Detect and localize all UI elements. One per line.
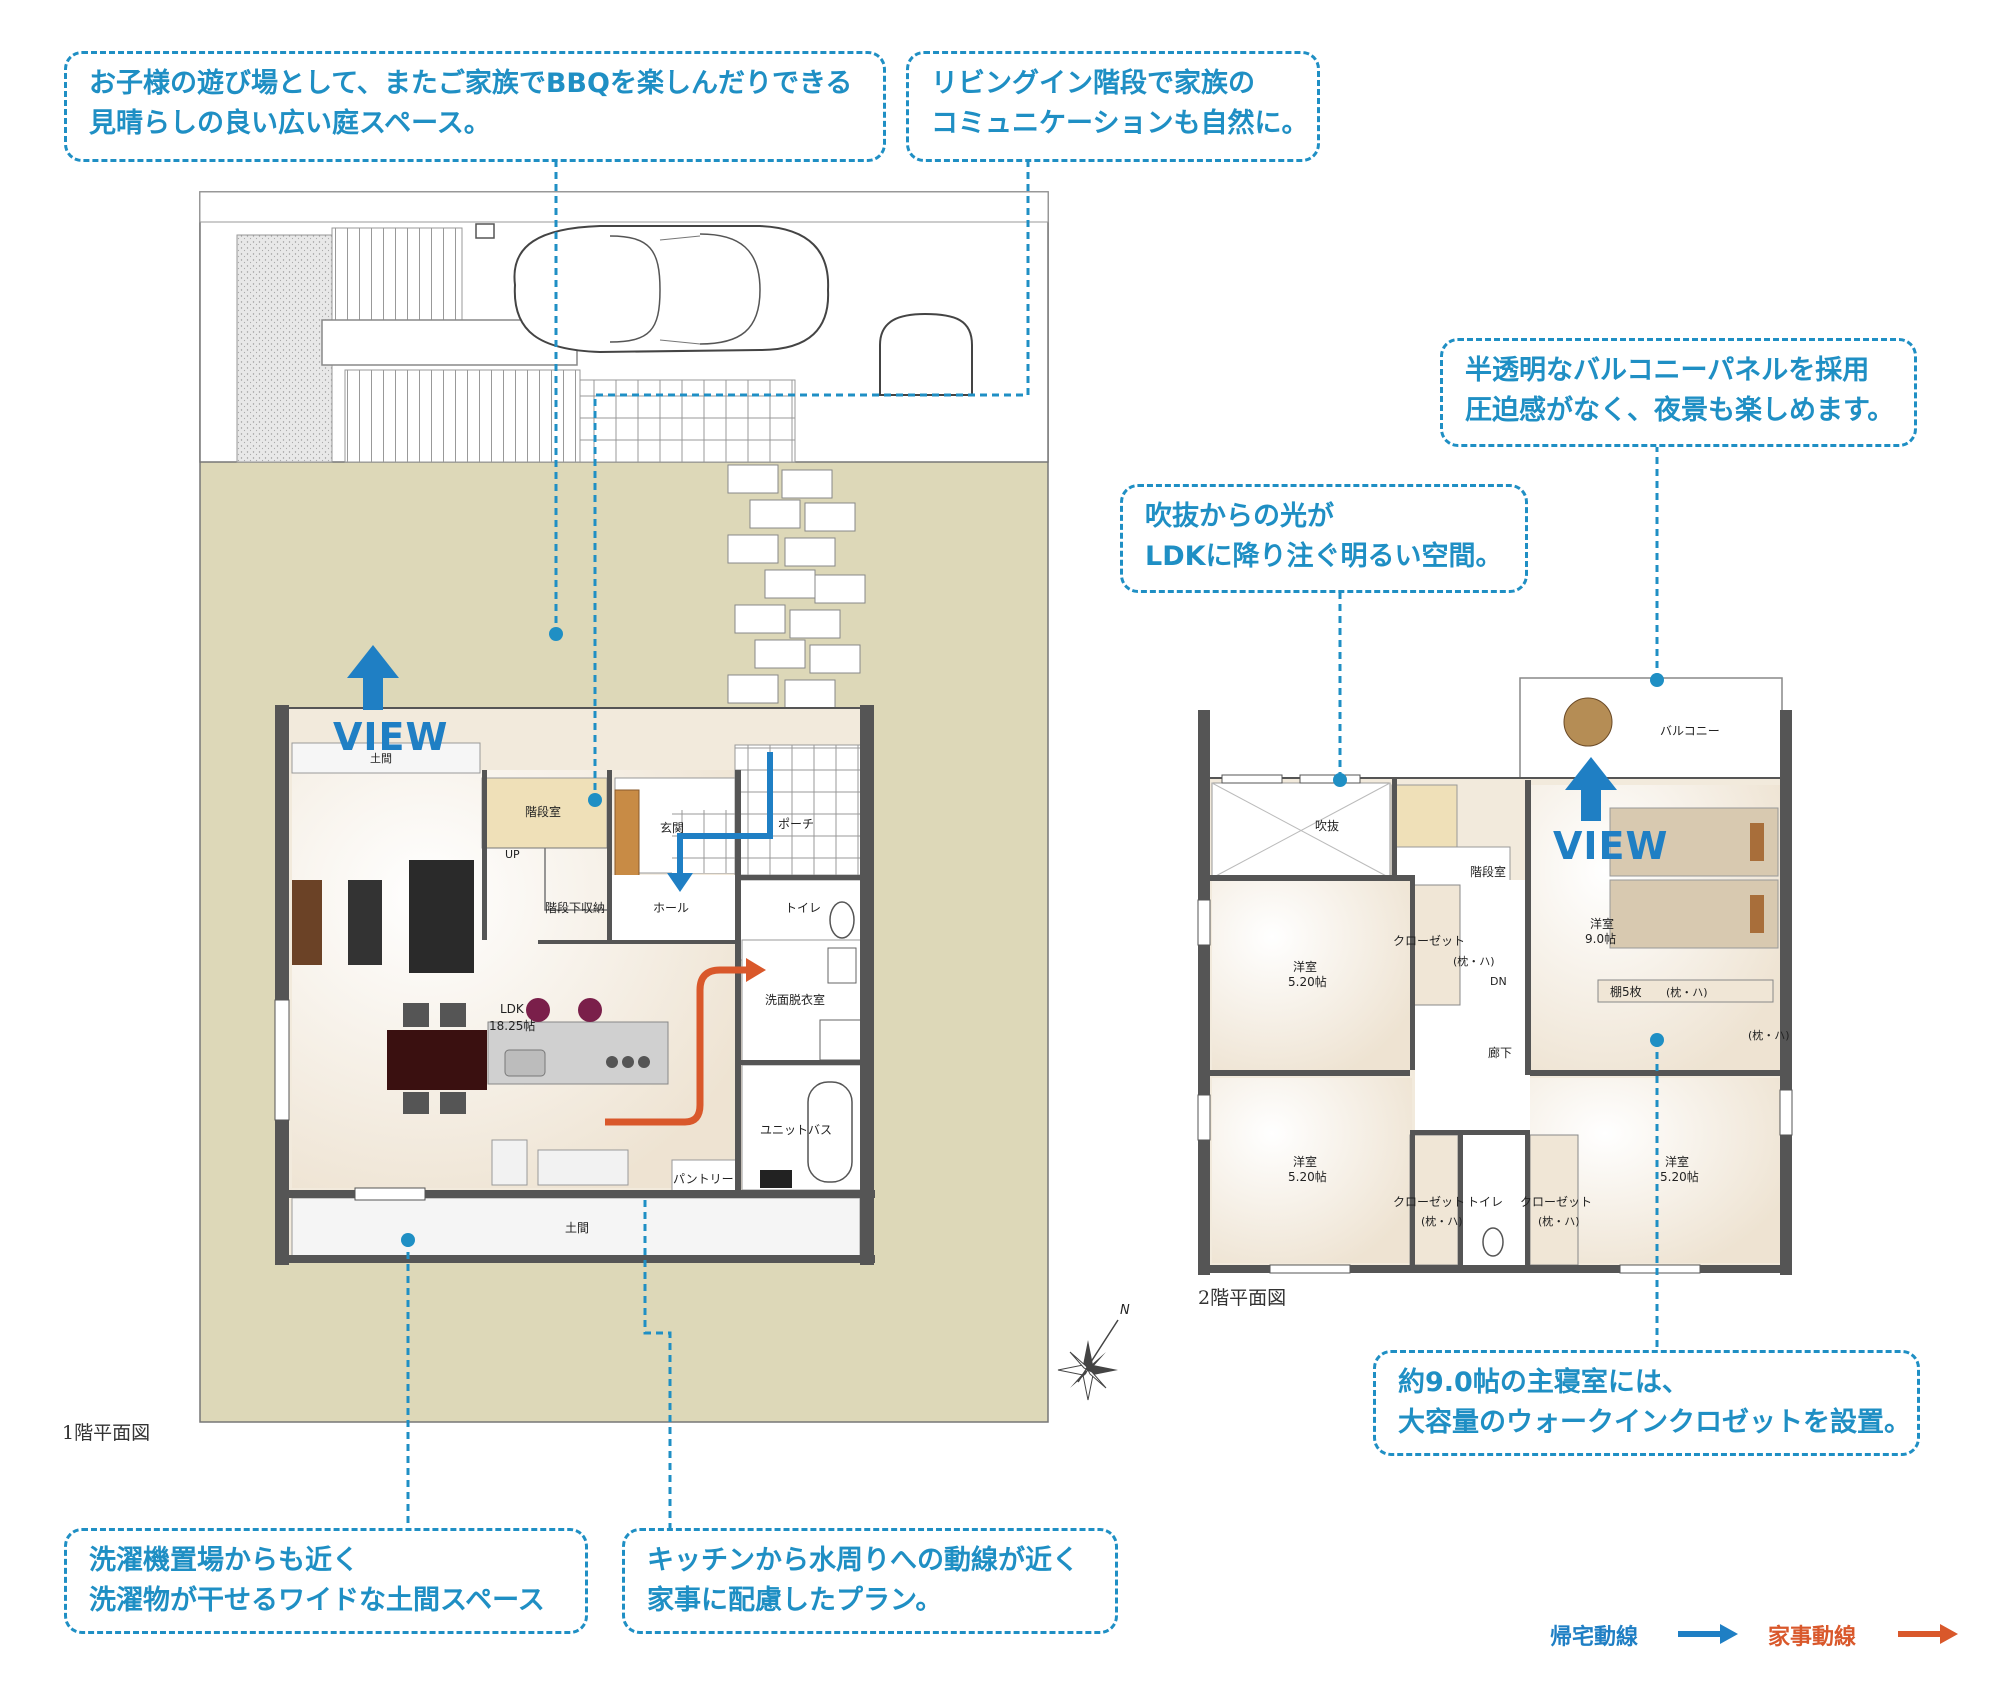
view-arrow-1f [347,645,399,710]
callout-garden-line1: お子様の遊び場として、またご家族でBBQを楽しんだりできる [89,68,853,99]
label-toilet-2f: トイレ [1467,1195,1504,1209]
label-wic-note: (枕・ハ) [1748,1029,1790,1042]
label-fukinuke: 吹抜 [1315,819,1340,833]
callout-stairs-line1: リビングイン階段で家族の [931,68,1255,99]
label-doma-bottom: 土間 [565,1221,590,1235]
callout-void: 吹抜からの光が LDKに降り注ぐ明るい空間。 [1120,484,1528,593]
label-master-size: 9.0帖 [1585,932,1617,946]
legend-housework: 家事動線 [1768,1625,1857,1650]
return-home-route-1f [667,752,773,892]
label-room2-size: 5.20帖 [1288,1170,1327,1184]
callout-doma: 洗濯機置場からも近く 洗濯物が干せるワイドな土間スペース [64,1528,588,1634]
callout-balcony-line1: 半透明なバルコニーパネルを採用 [1465,355,1870,386]
label-washroom: 洗面脱衣室 [765,993,826,1007]
label-doma-top: 土間 [370,752,392,765]
legend-return-home: 帰宅動線 [1550,1625,1639,1650]
plan-title-1f: 1階平面図 [62,1422,151,1444]
label-master: 洋室 [1590,917,1615,931]
leader-dots [401,627,1664,1247]
label-room1-size: 5.20帖 [1288,975,1327,989]
callout-kitchen-line1: キッチンから水周りへの動線が近く [647,1545,1079,1576]
view-arrow-2f [1565,757,1617,821]
callout-doma-line1: 洗濯機置場からも近く [89,1545,359,1576]
callout-kitchen: キッチンから水周りへの動線が近く 家事に配慮したプラン。 [622,1528,1118,1634]
compass-rose [1057,1319,1119,1401]
plan-title-2f: 2階平面図 [1198,1287,1287,1309]
label-porch: ポーチ [778,817,815,831]
label-ldk-size: 18.25帖 [489,1019,536,1033]
callout-balcony: 半透明なバルコニーパネルを採用 圧迫感がなく、夜景も楽しめます。 [1440,338,1917,447]
callout-stairs-line2: コミュニケーションも自然に。 [931,108,1309,139]
label-shelf: 棚5枚 [1610,985,1642,999]
label-ldk: LDK [500,1002,524,1016]
callout-master-bedroom: 約9.0帖の主寝室には、 大容量のウォークインクロゼットを設置。 [1373,1350,1920,1456]
label-entrance: 玄関 [660,821,685,835]
label-closet-a-note: (枕・ハ) [1453,955,1495,968]
label-room1: 洋室 [1293,960,1318,974]
label-closet-a: クローゼット [1393,934,1466,948]
leader-lines [406,160,1659,1530]
label-pantry: パントリー [673,1172,734,1186]
callout-stairs: リビングイン階段で家族の コミュニケーションも自然に。 [906,51,1320,162]
label-closet-c: クローゼット [1520,1195,1593,1209]
label-dn: DN [1490,975,1507,988]
label-shelf-note: (枕・ハ) [1666,986,1708,999]
label-corridor: 廊下 [1488,1046,1513,1060]
label-hall: ホール [653,901,690,915]
label-room3: 洋室 [1665,1155,1690,1169]
legend-arrow-housework [1898,1624,1958,1644]
callout-garden-line2: 見晴らしの良い広い庭スペース。 [89,108,491,139]
legend-arrow-return [1678,1624,1738,1644]
label-stair-room-1f: 階段室 [525,805,562,819]
label-balcony: バルコニー [1660,724,1720,738]
label-closet-c-note: (枕・ハ) [1538,1215,1580,1228]
label-closet-b: クローゼット [1393,1195,1466,1209]
callout-garden: お子様の遊び場として、またご家族でBBQを楽しんだりできる 見晴らしの良い広い庭… [64,51,886,162]
compass-north-label: N [1120,1303,1130,1318]
view-label-2f: VIEW [1553,824,1669,868]
car-top-view [513,225,830,354]
label-closet-b-note: (枕・ハ) [1421,1215,1463,1228]
callout-void-line1: 吹抜からの光が [1145,501,1334,532]
house-2f [1197,677,1793,1275]
callout-balcony-line2: 圧迫感がなく、夜景も楽しめます。 [1465,395,1895,426]
label-up: UP [505,848,520,861]
label-room3-size: 5.20帖 [1660,1170,1699,1184]
house-1f [274,705,875,1265]
label-stair-storage: 階段下収納 [545,901,606,915]
callout-kitchen-line2: 家事に配慮したプラン。 [647,1585,943,1616]
label-room2: 洋室 [1293,1155,1318,1169]
housework-route-1f [605,958,766,1126]
label-toilet-1f: トイレ [785,901,822,915]
motorbike-top-view [879,312,973,396]
callout-master-line2: 大容量のウォークインクロゼットを設置。 [1398,1407,1911,1438]
label-bath: ユニットバス [760,1123,833,1137]
callout-void-line2: LDKに降り注ぐ明るい空間。 [1145,541,1503,572]
callout-master-line1: 約9.0帖の主寝室には、 [1398,1367,1689,1398]
callout-doma-line2: 洗濯物が干せるワイドな土間スペース [89,1585,545,1616]
label-stair-room-2f: 階段室 [1470,865,1507,879]
view-label-1f: VIEW [333,715,449,759]
